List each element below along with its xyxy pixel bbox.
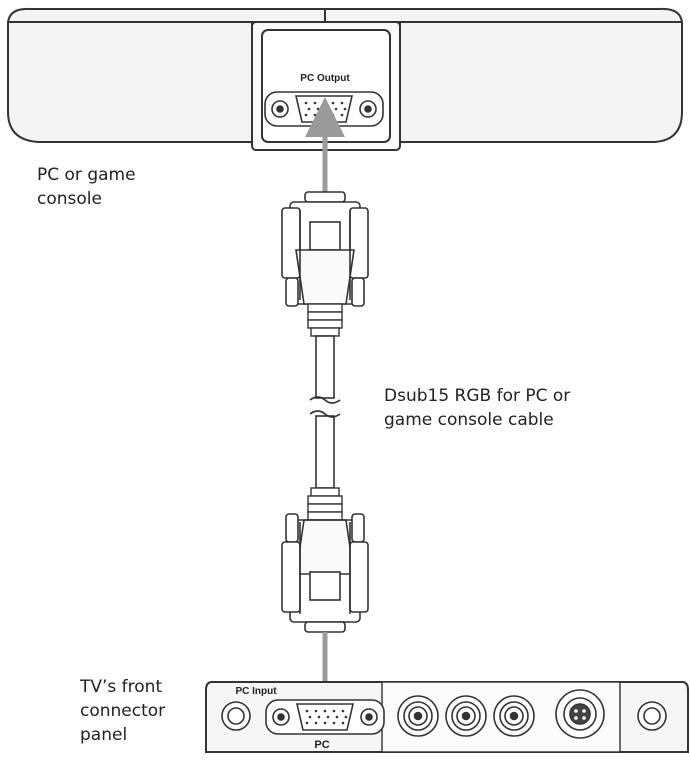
top-strain-relief [307, 303, 343, 337]
cable-label-line: Dsub15 RGB for PC or [384, 386, 571, 406]
top-cable-connector [281, 191, 369, 307]
panel-left-jack [221, 701, 251, 731]
pc-device-label-line: PC or game [37, 165, 136, 185]
bottom-cable-connector [281, 513, 369, 633]
pc-input-label: PC Input [235, 686, 277, 697]
rca-jack-3 [493, 695, 535, 737]
bottom-strain-relief [307, 487, 343, 521]
tv-panel-label-line: connector [80, 701, 166, 721]
rca-jack-2 [445, 695, 487, 737]
tv-panel-label-line: panel [80, 725, 128, 745]
pc-input-port [265, 699, 385, 735]
pc-output-label: PC Output [300, 73, 350, 84]
cable-wire [315, 335, 335, 489]
rca-jack-1 [397, 695, 439, 737]
panel-right-jack [637, 701, 667, 731]
cable-label-line: game console cable [384, 410, 554, 430]
pc-port-label: PC [314, 739, 329, 751]
cable-label: Dsub15 RGB for PC or game console cable [384, 384, 570, 432]
pc-device-label: PC or game console [37, 163, 136, 211]
cable-break-mark [309, 396, 341, 418]
s-video-jack [555, 689, 605, 739]
pc-device-label-line: console [37, 189, 102, 209]
tv-panel-label: TV’s front connector panel [80, 675, 165, 747]
tv-panel-label-line: TV’s front [80, 677, 163, 697]
